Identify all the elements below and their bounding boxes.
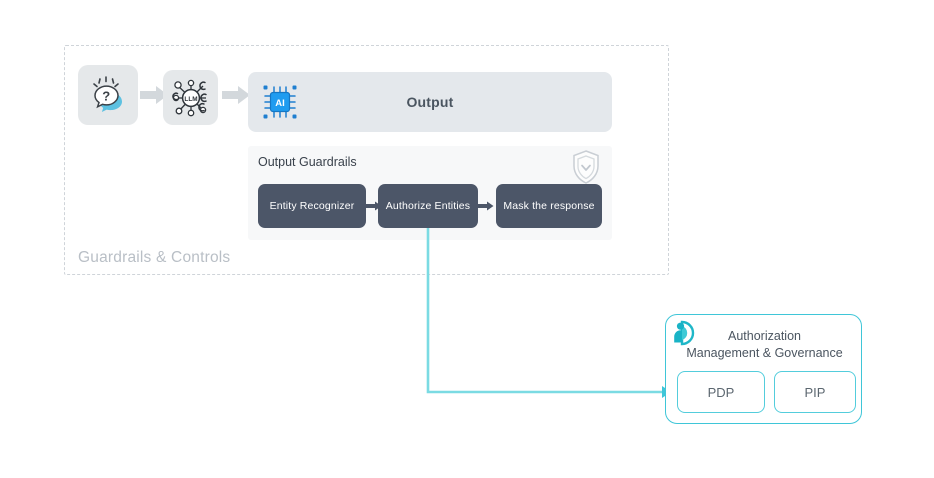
ai-chip-icon: AI [262,84,298,120]
svg-text:LLM: LLM [184,96,197,103]
step-authorize-entities[interactable]: Authorize Entities [378,184,478,228]
pdp-box[interactable]: PDP [677,371,765,413]
llm-network-icon: LLM [171,79,207,116]
ai-chip-label: AI [275,98,285,109]
question-bubble-icon: ? [93,76,122,112]
flow-arrow-icon [140,86,168,104]
output-label: Output [406,94,454,110]
flow-arrow-icon [222,86,250,104]
question-prompt-tile[interactable]: ? [78,65,138,125]
output-bar: AI Output [248,72,612,132]
shield-check-icon [571,149,601,185]
step-arrow-icon [366,201,382,211]
authorization-management-panel: Authorization Management & Governance PD… [665,314,862,424]
output-guardrails-panel: Output Guardrails Entity Recognizer Auth… [248,146,612,240]
auth-title-line2: Management & Governance [686,346,843,360]
step-arrow-icon [478,201,494,211]
guardrails-zone-caption: Guardrails & Controls [78,249,231,266]
auth-title-line1: Authorization [728,329,801,343]
step-mask-the-response[interactable]: Mask the response [496,184,602,228]
guardrails-and-controls-zone [64,45,669,275]
identity-person-logo-icon [671,318,701,348]
svg-text:?: ? [102,89,110,104]
pip-box[interactable]: PIP [774,371,856,413]
llm-model-tile[interactable]: LLM [163,70,218,125]
step-entity-recognizer[interactable]: Entity Recognizer [258,184,366,228]
authorization-panel-title: Authorization Management & Governance [666,328,863,362]
output-guardrails-title: Output Guardrails [258,155,357,169]
